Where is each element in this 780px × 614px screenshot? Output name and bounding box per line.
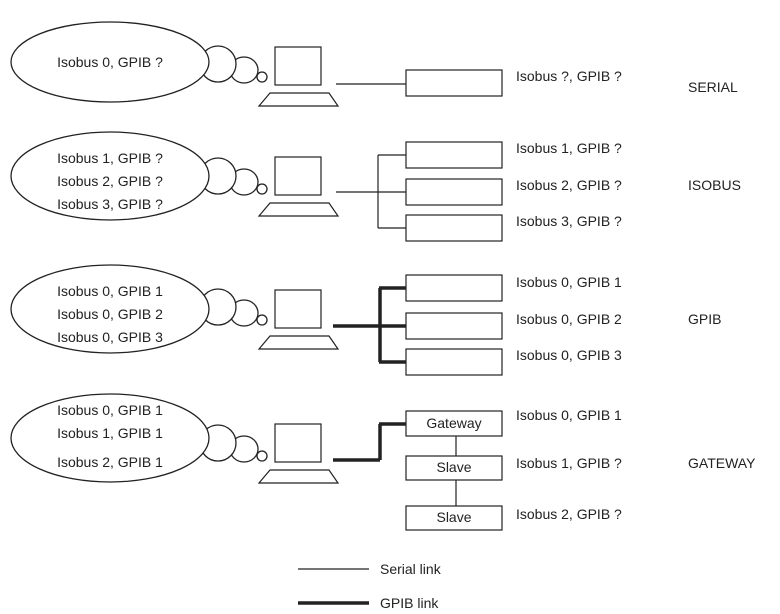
device-label: Isobus 0, GPIB 3 bbox=[516, 347, 622, 363]
bubble-line: Isobus 0, GPIB 1 bbox=[57, 283, 163, 299]
device bbox=[405, 214, 503, 242]
bubble-line: Isobus 2, GPIB 1 bbox=[57, 454, 163, 470]
bubble-line: Isobus 0, GPIB 2 bbox=[57, 306, 163, 322]
device-label: Isobus 1, GPIB ? bbox=[516, 455, 622, 471]
device-box-label: Slave bbox=[436, 509, 471, 525]
slave-device: Slave bbox=[405, 505, 503, 531]
thought-bubble: Isobus 0, GPIB 1 Isobus 1, GPIB 1 Isobus… bbox=[10, 393, 268, 483]
bubble-line: Isobus 1, GPIB ? bbox=[57, 150, 163, 166]
link-lines bbox=[333, 422, 457, 506]
bubble-line: Isobus 0, GPIB 3 bbox=[57, 329, 163, 345]
gpib-link-label: GPIB link bbox=[380, 595, 439, 611]
mode-label: GPIB bbox=[688, 311, 721, 327]
bubble-line: Isobus 1, GPIB 1 bbox=[57, 425, 163, 441]
device bbox=[405, 141, 503, 169]
computer-icon bbox=[257, 156, 340, 217]
computer-icon bbox=[257, 289, 340, 350]
device-label: Isobus 0, GPIB 1 bbox=[516, 407, 622, 423]
device bbox=[405, 348, 503, 376]
device-box-label: Slave bbox=[436, 459, 471, 475]
device bbox=[405, 312, 503, 340]
device-label: Isobus 2, GPIB ? bbox=[516, 177, 622, 193]
device-label: Isobus ?, GPIB ? bbox=[516, 68, 622, 84]
device bbox=[405, 274, 503, 302]
device-label: Isobus 0, GPIB 1 bbox=[516, 274, 622, 290]
bubble-line: Isobus 2, GPIB ? bbox=[57, 173, 163, 189]
link-lines bbox=[336, 154, 406, 229]
mode-label: ISOBUS bbox=[688, 177, 741, 193]
serial-link-label: Serial link bbox=[380, 561, 442, 577]
scenario-serial: Isobus 0, GPIB ? Isobus ?, GPIB ? SERIAL bbox=[10, 21, 738, 107]
computer-icon bbox=[257, 46, 340, 107]
device-box-label: Gateway bbox=[426, 415, 481, 431]
bubble-line: Isobus 0, GPIB 1 bbox=[57, 402, 163, 418]
device bbox=[405, 178, 503, 206]
computer-icon bbox=[257, 423, 340, 484]
scenario-gateway: Isobus 0, GPIB 1 Isobus 1, GPIB 1 Isobus… bbox=[10, 393, 756, 531]
device-label: Isobus 3, GPIB ? bbox=[516, 213, 622, 229]
scenario-isobus: Isobus 1, GPIB ? Isobus 2, GPIB ? Isobus… bbox=[10, 131, 741, 242]
thought-bubble: Isobus 0, GPIB 1 Isobus 0, GPIB 2 Isobus… bbox=[10, 264, 268, 354]
device-label: Isobus 2, GPIB ? bbox=[516, 506, 622, 522]
mode-label: SERIAL bbox=[688, 79, 738, 95]
device-label: Isobus 1, GPIB ? bbox=[516, 140, 622, 156]
device bbox=[405, 69, 503, 97]
bubble-line: Isobus 0, GPIB ? bbox=[57, 54, 163, 70]
link-lines bbox=[333, 286, 406, 364]
gateway-device: Gateway bbox=[405, 410, 503, 437]
thought-bubble: Isobus 1, GPIB ? Isobus 2, GPIB ? Isobus… bbox=[10, 131, 268, 221]
slave-device: Slave bbox=[405, 455, 503, 481]
scenario-gpib: Isobus 0, GPIB 1 Isobus 0, GPIB 2 Isobus… bbox=[10, 264, 721, 376]
bubble-line: Isobus 3, GPIB ? bbox=[57, 196, 163, 212]
thought-bubble: Isobus 0, GPIB ? bbox=[10, 21, 268, 103]
mode-label: GATEWAY bbox=[688, 455, 756, 471]
device-label: Isobus 0, GPIB 2 bbox=[516, 311, 622, 327]
legend: Serial link GPIB link bbox=[298, 561, 442, 611]
